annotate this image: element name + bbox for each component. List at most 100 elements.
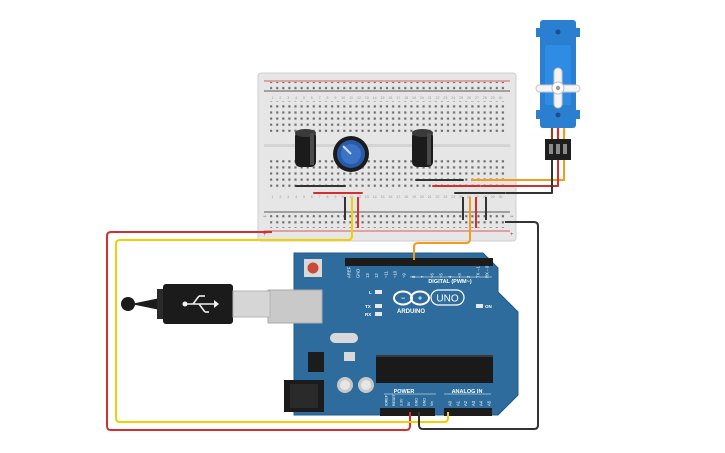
digital-pin-label: ~6 — [429, 273, 434, 278]
digital-pin-label: 2 — [466, 275, 471, 278]
digital-pin-label: 7 — [420, 275, 425, 278]
wire-gnd[interactable] — [418, 221, 539, 430]
capacitor-left[interactable] — [295, 129, 316, 167]
breadboard-column-number: 26 — [467, 96, 471, 100]
breadboard-column-number: 23 — [443, 96, 447, 100]
usb-b-port[interactable] — [267, 289, 323, 324]
wire-pot-a0[interactable] — [115, 197, 449, 423]
breadboard-column-number: 6 — [311, 195, 313, 199]
servo-horn[interactable] — [535, 67, 581, 109]
digital-pin-label: 12 — [374, 273, 379, 278]
analog-header[interactable] — [444, 408, 492, 416]
breadboard-column-number: 9 — [334, 96, 336, 100]
led-on-label: ON — [485, 304, 492, 309]
breadboard-column-number: 19 — [412, 195, 416, 199]
uno-badge — [430, 289, 465, 306]
breadboard-column-number: 29 — [491, 96, 495, 100]
breadboard-column-number: 4 — [295, 195, 297, 199]
power-pin-label: 3.3V — [400, 398, 404, 406]
led-rx-label: RX — [365, 312, 371, 317]
digital-pin-label: RX←0 — [485, 265, 490, 278]
atmega-chip — [376, 355, 493, 383]
breadboard-column-number: 7 — [319, 96, 321, 100]
servo-ground-lead — [506, 160, 553, 194]
digital-pin-label: ~5 — [439, 273, 444, 278]
wires — [106, 160, 565, 431]
breadboard-column-number: 3 — [287, 96, 289, 100]
arduino-infinity-logo-icon: − + — [393, 290, 430, 306]
servo-power-lead — [481, 160, 559, 187]
digital-pin-label: ~11 — [383, 271, 388, 278]
voltage-regulator — [308, 352, 324, 372]
digital-pin-label: AREF — [347, 266, 352, 278]
digital-header[interactable] — [345, 258, 493, 266]
breadboard-column-number: 10 — [341, 195, 345, 199]
analog-pin-label: A5 — [487, 400, 492, 406]
power-header[interactable] — [380, 408, 435, 416]
analog-pin-label: A2 — [463, 400, 468, 406]
digital-pin-label: ~3 — [457, 273, 462, 278]
breadboard-column-number: 5 — [303, 195, 305, 199]
servo-motor[interactable] — [535, 20, 581, 160]
capacitor-right[interactable] — [412, 129, 433, 167]
analog-pin-label: A1 — [455, 400, 460, 406]
breadboard-column-number: 21 — [428, 96, 432, 100]
breadboard-column-number: 24 — [451, 195, 455, 199]
servo-signal-lead — [471, 160, 565, 181]
brand-label: ARDUINO — [397, 309, 425, 315]
rail-plus-label: + — [263, 232, 267, 238]
wire-5v[interactable] — [106, 231, 411, 431]
breadboard-column-number: 4 — [295, 96, 297, 100]
led-tx-label: TX — [365, 304, 371, 309]
power-pin-label: Vin — [430, 401, 434, 406]
breadboard-column-number: 2 — [279, 96, 281, 100]
usb-plug-icon[interactable] — [121, 284, 271, 324]
power-pin-label: IOREF — [384, 394, 388, 406]
breadboard-column-number: 11 — [349, 96, 353, 100]
digital-pin-label: 4 — [448, 275, 453, 278]
svg-text:−: − — [401, 296, 405, 303]
model-label: UNO — [436, 294, 458, 305]
breadboard-column-number: 28 — [483, 195, 487, 199]
rail-minus-label: − — [263, 214, 267, 220]
breadboard-column-number: 8 — [327, 96, 329, 100]
breadboard-column-number: 17 — [396, 195, 400, 199]
breadboard-column-number: 29 — [491, 195, 495, 199]
crystal — [330, 333, 358, 343]
breadboard-column-number: 30 — [498, 195, 502, 199]
breadboard-column-number: 7 — [319, 195, 321, 199]
power-pin-label: 5V — [407, 401, 411, 406]
potentiometer[interactable] — [333, 136, 369, 172]
digital-pwm-label: DIGITAL (PWM~) — [428, 279, 472, 285]
digital-pin-label: ~10 — [393, 270, 398, 278]
breadboard-column-number: 24 — [451, 96, 455, 100]
analog-pin-label: A4 — [479, 400, 484, 406]
breadboard-column-number: 30 — [498, 96, 502, 100]
power-label: POWER — [394, 389, 415, 395]
breadboard-column-number: 1 — [272, 195, 274, 199]
wire-servo-signal[interactable] — [413, 197, 471, 260]
usb-symbol-icon — [186, 295, 214, 313]
svg-text:+: + — [418, 296, 422, 303]
breadboard-column-number: 19 — [412, 96, 416, 100]
reset-button[interactable] — [304, 259, 322, 277]
breadboard-column-number: 20 — [420, 96, 424, 100]
breadboard-column-number: 1 — [272, 96, 274, 100]
digital-pin-label: 8 — [411, 275, 416, 278]
analog-in-label: ANALOG IN — [452, 389, 483, 395]
breadboard-column-number: 16 — [388, 195, 392, 199]
on-led — [476, 304, 483, 308]
breadboard-column-number: 13 — [365, 195, 369, 199]
breadboard-column-number: 2 — [279, 195, 281, 199]
digital-pin-label: 13 — [365, 273, 370, 278]
breadboard-column-number: 13 — [365, 96, 369, 100]
breadboard-column-number: 15 — [381, 195, 385, 199]
breadboard-column-number: 8 — [327, 195, 329, 199]
led-l-label: L — [369, 290, 372, 295]
